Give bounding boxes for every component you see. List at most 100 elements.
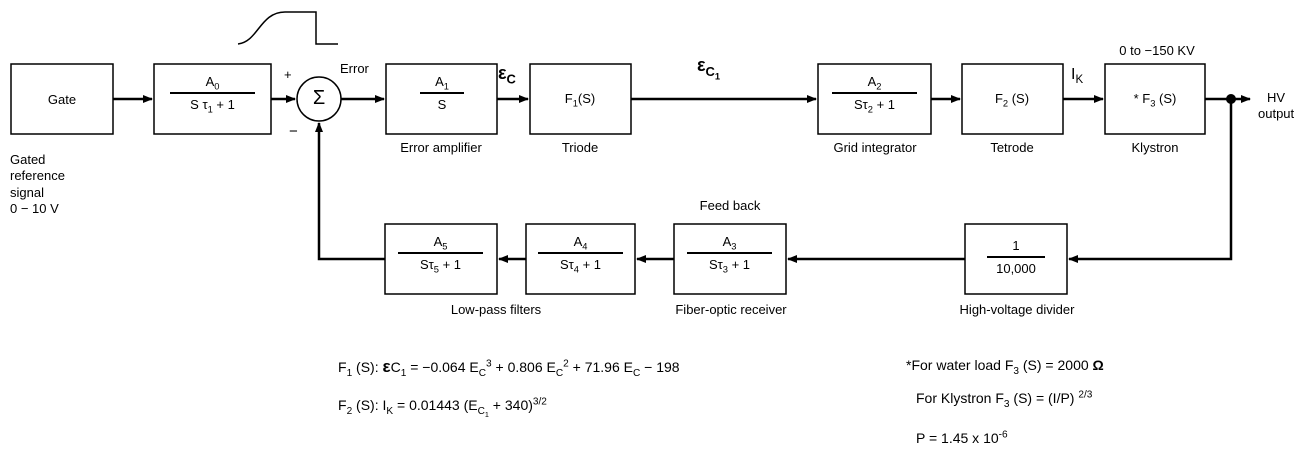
f2-eq-f-sub: 2 (346, 405, 353, 417)
minus-sign: − (289, 123, 298, 140)
a0-den-tau: τ (202, 96, 208, 112)
voltage-range-label: 0 to −150 KV (1119, 43, 1195, 58)
arrow-a5-sum (315, 122, 385, 261)
f1-eq-c: C (390, 359, 401, 375)
ik-sub: K (1075, 74, 1084, 87)
a1-num: A (435, 74, 444, 89)
output-junction-dot (1226, 94, 1236, 104)
a4-num: A (573, 234, 583, 249)
a5-num-sub: 5 (442, 241, 448, 252)
f2-eq-coef: = 0.01443 (E (393, 397, 478, 413)
a5-den-post: + 1 (438, 256, 462, 272)
hv-output-label: HV output (1258, 90, 1295, 122)
f1-eq-term3: + 71.96 E (568, 359, 633, 375)
triode-label-post: (S) (577, 91, 596, 106)
f2-equation: F2 (S): IK = 0.01443 (EC1 + 340)3/2 (338, 396, 547, 418)
a2-den-post: + 1 (872, 96, 896, 112)
ec1-signal-label: εC1 (697, 56, 720, 81)
klystron-note-value: (S) = (I/P) (1009, 390, 1079, 406)
perveance-note: P = 1.45 x 10-6 (916, 429, 1008, 446)
divider-den: 10,000 (996, 260, 1036, 276)
a0-den-sub: 1 (207, 104, 213, 115)
tetrode-label-sub: 2 (1002, 98, 1009, 109)
tetrode-caption: Tetrode (990, 140, 1034, 155)
a2-num-sub: 2 (876, 81, 882, 92)
perveance-text: P = 1.45 x 10 (916, 430, 999, 446)
a3-den-post: + 1 (727, 256, 751, 272)
a3-fraction-bar (687, 252, 772, 254)
water-note-sub: 3 (1013, 365, 1019, 377)
ohm-symbol: Ω (1092, 357, 1104, 373)
f1-eq-f: F (338, 359, 347, 375)
f2-eq-ik: (S): I (352, 397, 387, 413)
klystron-label-sub: 3 (1150, 98, 1156, 109)
triode-caption: Triode (561, 140, 599, 155)
klystron-note: For Klystron F3 (S) = (I/P) 2/3 (916, 389, 1093, 410)
a5-transfer-function: A5 Sτ5 + 1 (398, 234, 483, 275)
ik-i: I (1071, 66, 1076, 83)
klystron-label-f: * F (1133, 91, 1151, 106)
a5-den-tau: τ (428, 256, 434, 272)
ec1-sub: C (705, 63, 715, 79)
pulse-waveform-icon (237, 11, 338, 45)
ec-sub: C (506, 71, 516, 87)
f1-eq-term3-sub: C (632, 367, 641, 379)
f1-eq-s: (S): (352, 359, 383, 375)
a4-num-sub: 4 (582, 241, 588, 252)
feedback-line-right (1068, 99, 1233, 263)
divider-transfer-function: 1 10,000 (985, 238, 1047, 276)
klystron-note-text: For Klystron F (916, 390, 1004, 406)
klystron-note-exp: 2/3 (1078, 389, 1093, 401)
f1-eq-term1-sup: 3 (486, 358, 492, 370)
a2-den-tau: τ (862, 96, 868, 112)
gate-label: Gate (47, 92, 77, 107)
f1-eq-c-sub: 1 (400, 367, 407, 379)
a4-den-tau: τ (568, 256, 574, 272)
feedback-label: Feed back (699, 198, 761, 213)
a2-den-s: S (853, 96, 863, 112)
a1-num-sub: 1 (443, 81, 449, 92)
f2-eq-ec-sub: C (477, 405, 485, 417)
fiber-optic-caption: Fiber-optic receiver (675, 302, 787, 317)
perveance-exp: -6 (998, 429, 1008, 441)
a5-num: A (433, 234, 443, 249)
f1-eq-term2-sub: C (555, 367, 564, 379)
a4-den-s: S (559, 256, 569, 272)
ec1-subsub: 1 (714, 71, 721, 82)
a0-den-s: S (190, 96, 203, 112)
water-note-text: *For water load F (906, 357, 1014, 373)
f2-eq-f: F (338, 397, 347, 413)
a5-fraction-bar (398, 252, 483, 254)
a0-den-post: + 1 (212, 96, 235, 112)
a3-num: A (722, 234, 732, 249)
a2-den-sub: 2 (867, 104, 873, 115)
f2-eq-exp: 3/2 (532, 396, 547, 408)
f1-eq-term1-sub: C (478, 367, 487, 379)
tetrode-label-post: (S) (1008, 91, 1030, 106)
a5-den-s: S (419, 256, 429, 272)
a2-fraction-bar (832, 92, 917, 94)
a0-transfer-function: A0 S τ1 + 1 (170, 74, 255, 115)
sigma-symbol: Σ (312, 87, 326, 109)
a3-den-tau: τ (717, 256, 723, 272)
a0-fraction-bar (170, 92, 255, 94)
a3-den-s: S (708, 256, 718, 272)
a4-den-post: + 1 (578, 256, 602, 272)
low-pass-caption: Low-pass filters (450, 302, 542, 317)
a1-fraction-bar (420, 92, 464, 94)
a1-transfer-function: A1 S (418, 74, 466, 112)
plus-sign: + (284, 67, 292, 82)
divider-caption: High-voltage divider (959, 302, 1075, 317)
a2-transfer-function: A2 Sτ2 + 1 (832, 74, 917, 115)
a5-den-sub: 5 (433, 264, 439, 275)
divider-num: 1 (1012, 238, 1020, 253)
klystron-note-sub: 3 (1003, 398, 1010, 410)
tetrode-label: F2 (S) (994, 91, 1030, 108)
a3-num-sub: 3 (731, 241, 737, 252)
tetrode-label-f: F (994, 91, 1003, 106)
f1-eq-term1: = −0.064 E (406, 359, 479, 375)
a0-num: A (205, 74, 215, 89)
a0-num-sub: 0 (214, 81, 220, 92)
klystron-label: * F3 (S) (1133, 91, 1177, 108)
